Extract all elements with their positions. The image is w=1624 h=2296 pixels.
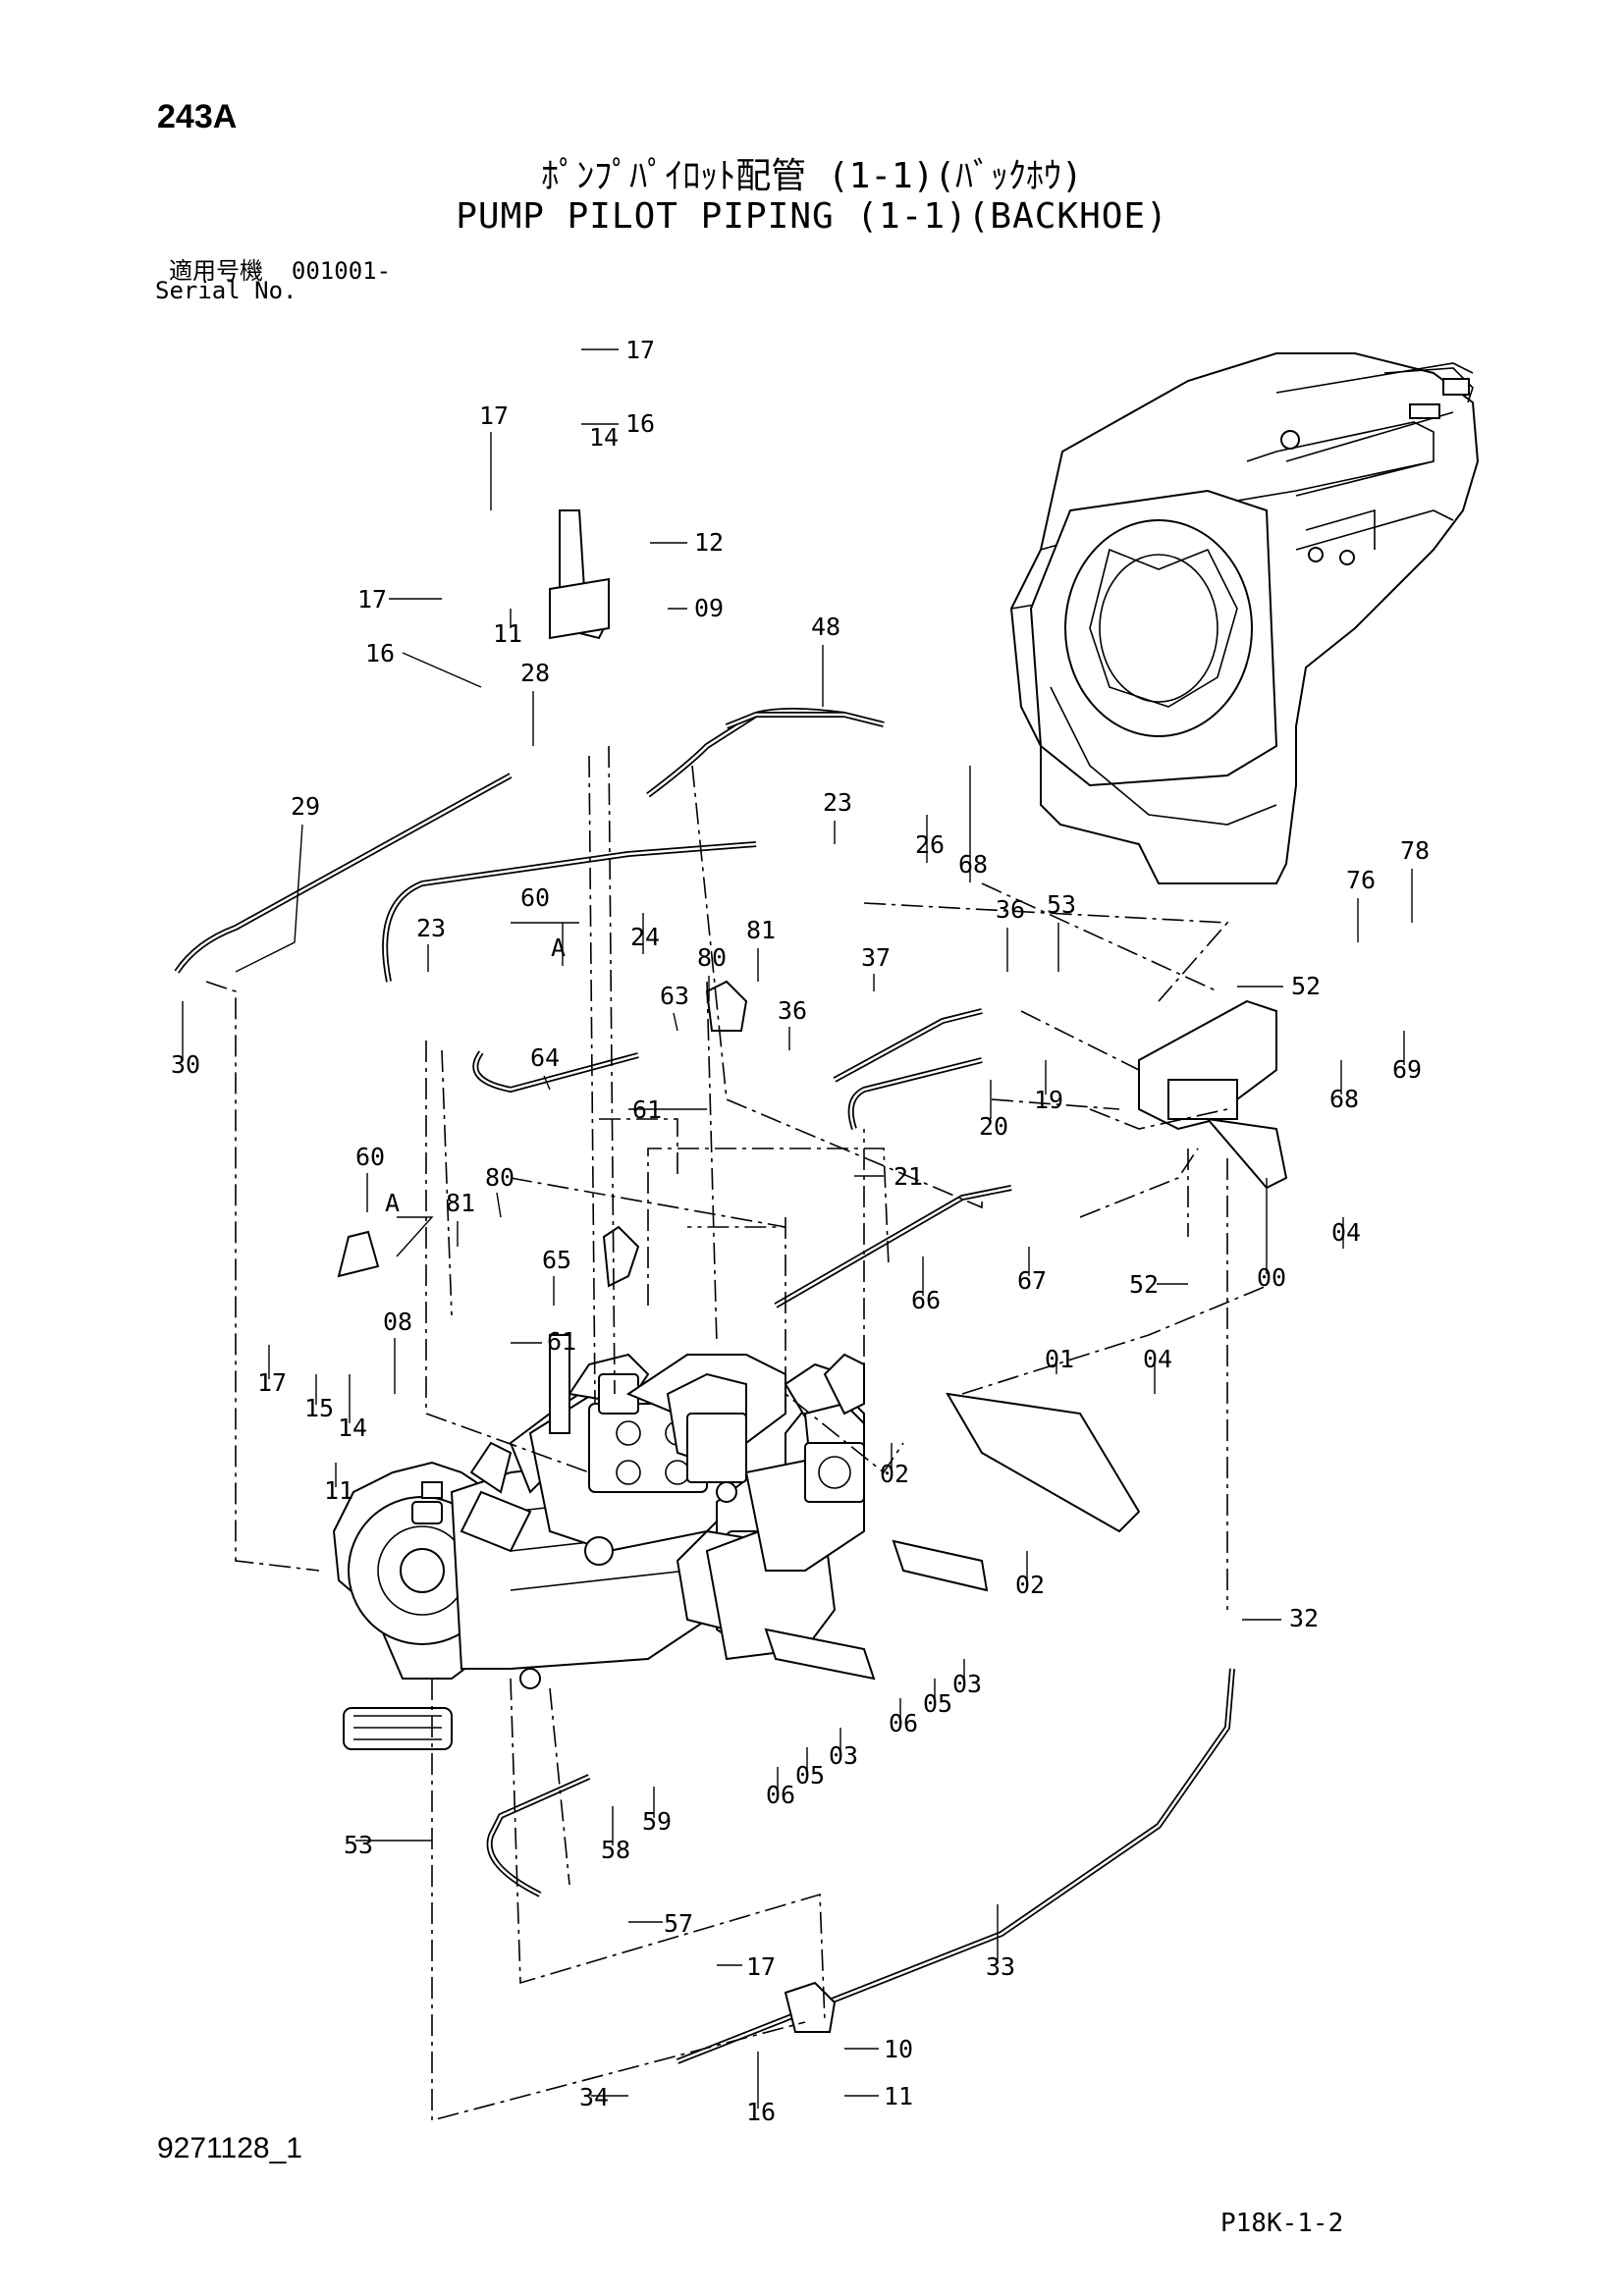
- callout-label: 06: [766, 1781, 795, 1809]
- callout-label: 09: [694, 594, 724, 622]
- callout-label: 80: [697, 943, 727, 972]
- callout-label: 68: [1329, 1085, 1359, 1113]
- callout-label: 16: [365, 639, 395, 667]
- callout-label: 11: [324, 1476, 353, 1505]
- callout-label: 16: [746, 2098, 776, 2126]
- callout-label: 60: [520, 883, 550, 912]
- callout-label: 81: [446, 1189, 475, 1217]
- callout-label: 15: [304, 1394, 334, 1422]
- callout-label: 12: [694, 528, 724, 557]
- callout-label: 04: [1143, 1345, 1172, 1373]
- callout-label: 80: [485, 1163, 514, 1192]
- callout-label: A: [551, 934, 566, 962]
- diagram-title-japanese: ﾎﾟﾝﾌﾟﾊﾟｲﾛｯﾄ配管 (1-1)(ﾊﾞｯｸﾎｳ): [541, 156, 1083, 196]
- callout-label: 32: [1289, 1604, 1319, 1632]
- dash-dot-reference-lines: [205, 745, 1268, 2122]
- callout-label: 65: [542, 1246, 571, 1274]
- callout-label: 34: [579, 2083, 609, 2111]
- serial-value: 001001-: [291, 257, 392, 285]
- drawing-number: 9271128_1: [157, 2132, 302, 2164]
- callout-label: 28: [520, 659, 550, 687]
- callout-label: 37: [861, 943, 891, 972]
- pilot-pump-assembly: [332, 1353, 865, 1750]
- callout-label: 66: [911, 1286, 941, 1314]
- callout-label: 53: [344, 1831, 373, 1859]
- callout-label: 20: [979, 1112, 1008, 1141]
- callout-label: 61: [547, 1327, 576, 1356]
- callout-label: 03: [829, 1741, 858, 1770]
- callout-label: 17: [746, 1952, 776, 1981]
- callout-label: 64: [530, 1043, 560, 1072]
- callout-label: 05: [795, 1761, 825, 1789]
- page-reference: P18K-1-2: [1220, 2209, 1344, 2238]
- callout-label: 78: [1400, 836, 1430, 865]
- callout-label: 59: [642, 1807, 672, 1836]
- callout-label: 05: [923, 1689, 952, 1718]
- diagram-title-english: PUMP PILOT PIPING (1-1)(BACKHOE): [456, 196, 1168, 237]
- callout-label: 33: [986, 1952, 1015, 1981]
- callout-label: 14: [338, 1414, 367, 1442]
- callout-label: 08: [383, 1308, 412, 1336]
- callout-label: 26: [915, 830, 945, 859]
- callout-label: 02: [880, 1460, 909, 1488]
- callout-label: A: [385, 1189, 400, 1217]
- callout-label: 60: [355, 1143, 385, 1171]
- callout-label: 52: [1291, 972, 1321, 1000]
- engine-illustration: [1009, 352, 1480, 884]
- callout-label: 36: [996, 895, 1025, 924]
- callout-label: 48: [811, 613, 840, 641]
- callout-label: 29: [291, 792, 320, 821]
- callout-label: 17: [357, 585, 387, 614]
- page-code: 243A: [157, 98, 238, 135]
- callout-label: 10: [884, 2035, 913, 2063]
- callout-label: 53: [1047, 890, 1076, 919]
- callout-label: 21: [893, 1162, 923, 1191]
- callout-label: 52: [1129, 1270, 1159, 1299]
- callout-label: 23: [416, 914, 446, 942]
- callout-label: 57: [664, 1909, 693, 1938]
- callout-label: 67: [1017, 1266, 1047, 1295]
- callout-label: 81: [746, 916, 776, 944]
- callout-label: 63: [660, 982, 689, 1010]
- callout-label: 06: [889, 1709, 918, 1737]
- callout-label: 01: [1045, 1345, 1074, 1373]
- callout-label: 00: [1257, 1263, 1286, 1292]
- serial-label-jp: 適用号機: [169, 257, 263, 285]
- callout-label: 19: [1034, 1086, 1063, 1114]
- callout-label: 30: [171, 1050, 200, 1079]
- serial-label-japanese: 適用号機 001001-: [169, 251, 391, 286]
- callout-label: 17: [257, 1368, 287, 1397]
- callout-label: 02: [1015, 1571, 1045, 1599]
- callout-leader-lines: [182, 348, 1413, 2109]
- callout-label: 04: [1331, 1218, 1361, 1247]
- serial-label-english: Serial No.: [155, 277, 298, 304]
- callout-label: 58: [601, 1836, 630, 1864]
- callout-label: 68: [958, 850, 988, 879]
- callout-label: 16: [625, 409, 655, 438]
- callout-label: 03: [952, 1670, 982, 1698]
- callout-label: 76: [1346, 866, 1376, 894]
- callout-label: 24: [630, 923, 660, 951]
- callout-label: 23: [823, 788, 852, 817]
- callout-label: 11: [884, 2082, 913, 2110]
- part-callouts: 17 16 14 17 12 17 11 09 16 28 48 29 26 6…: [171, 336, 1430, 2126]
- callout-label: 36: [778, 996, 807, 1025]
- fittings-and-brackets: [337, 509, 1288, 2033]
- callout-label: 11: [493, 619, 522, 648]
- callout-label: 69: [1392, 1055, 1422, 1084]
- pipe-hoses: [174, 708, 1235, 2064]
- callout-label: 14: [589, 423, 619, 452]
- callout-label: 17: [479, 401, 509, 430]
- callout-label: 17: [625, 336, 655, 364]
